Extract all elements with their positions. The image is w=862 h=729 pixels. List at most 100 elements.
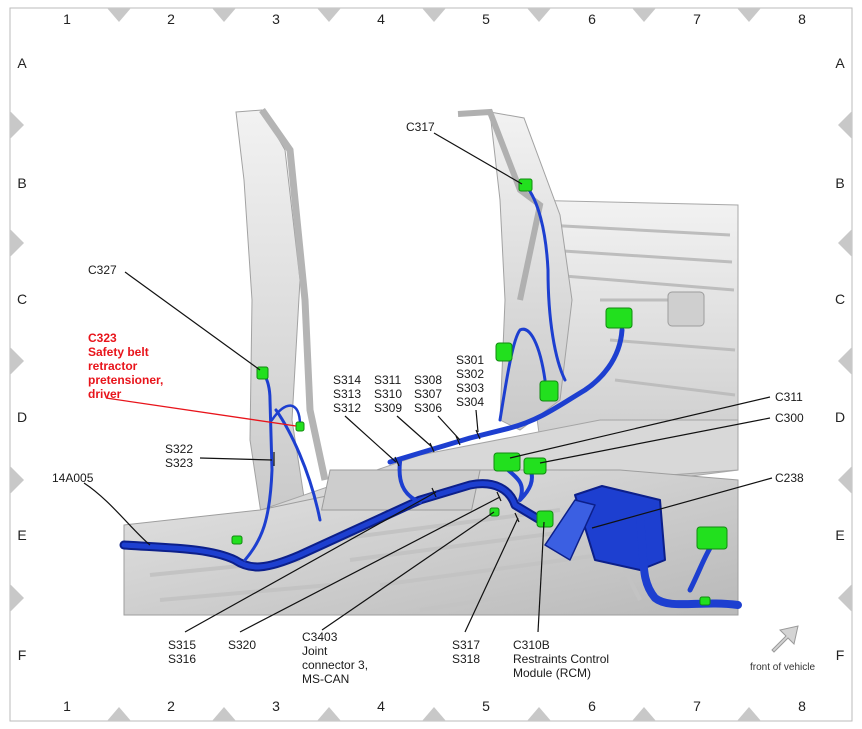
label-s303: S303 <box>456 381 484 395</box>
grid-row-label: A <box>835 55 845 71</box>
grid-edge-triangle <box>10 466 24 494</box>
label-s310: S310 <box>374 387 402 401</box>
label-c3403-line: connector 3, <box>302 658 368 672</box>
label-c3403-line: MS-CAN <box>302 672 349 686</box>
grid-edge-triangle <box>632 8 656 22</box>
connector-b-pillar-low <box>539 380 559 402</box>
label-s322: S322 <box>165 442 193 456</box>
grid-col-label: 4 <box>377 698 385 714</box>
leader-c310b <box>537 521 545 633</box>
grid-edge-triangle <box>10 111 24 139</box>
label-c310b: C310B <box>513 638 550 652</box>
splice-markers <box>273 429 520 523</box>
label-c327: C327 <box>88 263 117 277</box>
label-c323-line: driver <box>88 387 122 401</box>
grid-edge-triangle <box>737 8 761 22</box>
grid-col-label: 5 <box>482 11 490 27</box>
label-c323-line: Safety belt <box>88 345 149 359</box>
callout-labels: C317 C327 C323 Safety belt retractor pre… <box>52 120 804 686</box>
connector-b-pillar-mid <box>495 342 513 362</box>
label-s316: S316 <box>168 652 196 666</box>
label-s306: S306 <box>414 401 442 415</box>
harness-b-pillar-riser <box>524 184 567 382</box>
grid-row-label: F <box>18 647 27 663</box>
grid-col-label: 1 <box>63 11 71 27</box>
grid-col-label: 8 <box>798 698 806 714</box>
grid-col-label: 7 <box>693 11 701 27</box>
leader-c300 <box>539 417 771 464</box>
grid-column-labels-top: 1 2 3 4 5 6 7 8 <box>63 11 806 27</box>
label-c3403: C3403 <box>302 630 338 644</box>
grid-row-label: A <box>17 55 27 71</box>
grid-edge-triangle <box>212 707 236 721</box>
grid-row-labels-left: A B C D E F <box>17 55 27 663</box>
label-c323-line: retractor <box>88 359 138 373</box>
leader-c317 <box>433 132 523 185</box>
connector-c311 <box>493 452 521 472</box>
grid-row-label: D <box>17 409 27 425</box>
connector-rear-panel <box>605 307 633 329</box>
front-of-vehicle-label: front of vehicle <box>750 662 815 673</box>
harness-a-pillar-branch <box>270 404 302 427</box>
connector-c323 <box>295 421 305 432</box>
label-s318: S318 <box>452 652 480 666</box>
grid-edge-triangle <box>317 707 341 721</box>
leader-s314 <box>344 415 397 463</box>
grid-row-label: B <box>17 175 26 191</box>
grid-col-label: 7 <box>693 698 701 714</box>
grid-col-label: 5 <box>482 698 490 714</box>
grid-row-labels-right: A B C D E F <box>835 55 845 663</box>
label-c238: C238 <box>775 471 804 485</box>
grid-edge-triangle <box>10 229 24 257</box>
grid-col-label: 6 <box>588 698 596 714</box>
grid-column-labels-bottom: 1 2 3 4 5 6 7 8 <box>63 698 806 714</box>
leader-14a005 <box>83 482 151 546</box>
harness-sill-run <box>387 327 625 465</box>
leader-c238 <box>591 477 773 529</box>
grid-col-label: 3 <box>272 11 280 27</box>
grid-row-label: E <box>17 527 26 543</box>
connector-c317 <box>518 178 533 192</box>
grid-edge-markers <box>10 8 852 721</box>
label-s315: S315 <box>168 638 196 652</box>
grid-row-label: B <box>835 175 844 191</box>
grid-edge-triangle <box>838 466 852 494</box>
grid-row-label: E <box>835 527 844 543</box>
grid-edge-triangle <box>10 584 24 612</box>
label-14a005: 14A005 <box>52 471 94 485</box>
leader-s317 <box>464 517 519 633</box>
grid-edge-triangle <box>527 707 551 721</box>
harness-a-pillar-drop <box>274 408 322 522</box>
harness-a-pillar-riser <box>243 370 274 562</box>
label-c323-code: C323 <box>88 331 117 345</box>
label-s314: S314 <box>333 373 361 387</box>
label-s304: S304 <box>456 395 484 409</box>
grid-edge-triangle <box>838 347 852 375</box>
label-s323: S323 <box>165 456 193 470</box>
connector-c300 <box>523 457 547 475</box>
grid-edge-triangle <box>838 111 852 139</box>
grid-edge-triangle <box>212 8 236 22</box>
connector-floor-left <box>231 535 243 545</box>
grid-col-label: 1 <box>63 698 71 714</box>
harness-b-pillar-loop <box>498 327 547 422</box>
connector-c310b <box>536 510 554 528</box>
rear-panel-ribs <box>544 223 736 397</box>
label-s309: S309 <box>374 401 402 415</box>
label-s317: S317 <box>452 638 480 652</box>
rear-panel-cutout <box>667 291 705 327</box>
connectors <box>231 178 728 606</box>
grid-col-label: 2 <box>167 11 175 27</box>
label-c300: C300 <box>775 411 804 425</box>
label-c3403-line: Joint <box>302 644 328 658</box>
grid-row-label: C <box>17 291 27 307</box>
grid-edge-triangle <box>422 8 446 22</box>
grid-edge-triangle <box>527 8 551 22</box>
front-arrow-icon <box>771 625 799 653</box>
leader-s311 <box>396 415 433 448</box>
grid-col-label: 4 <box>377 11 385 27</box>
label-c310b-line: Module (RCM) <box>513 666 591 680</box>
connector-c3403 <box>489 507 500 517</box>
leader-lines <box>83 132 773 633</box>
